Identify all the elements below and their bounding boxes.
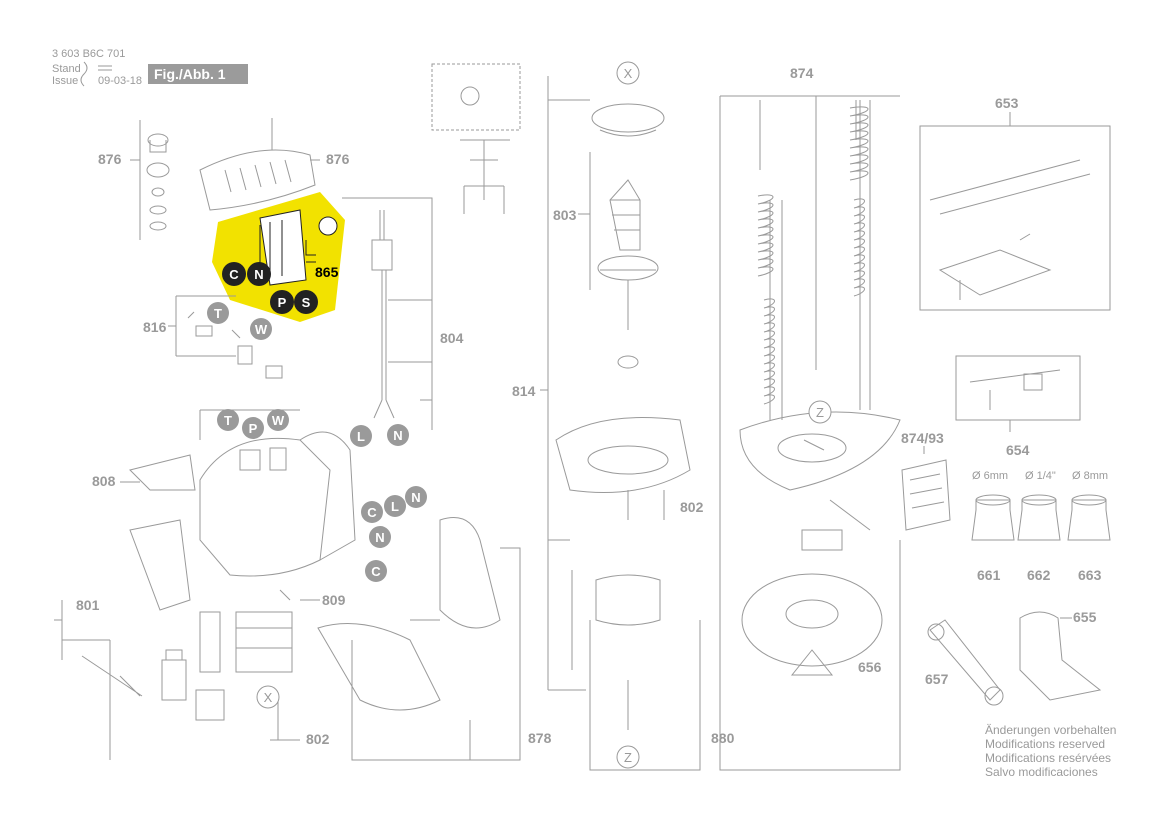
part-803: 803 [553, 207, 577, 223]
svg-text:Z: Z [816, 405, 824, 420]
notice-de: Änderungen vorbehalten [985, 723, 1117, 737]
part-653: 653 [995, 95, 1019, 111]
stand-strike-mark [98, 65, 112, 71]
svg-text:X: X [624, 66, 633, 81]
svg-text:C: C [367, 505, 377, 520]
callout-c2: C [361, 501, 383, 523]
svg-text:C: C [371, 564, 381, 579]
part-662: 662 [1027, 567, 1051, 583]
part-654: 654 [1006, 442, 1030, 458]
callout-t1: T [207, 302, 229, 324]
callout-w1: W [250, 318, 272, 340]
part-804: 804 [440, 330, 464, 346]
notice-es: Salvo modificaciones [985, 765, 1098, 779]
svg-text:P: P [249, 421, 258, 436]
callout-t2: T [217, 409, 239, 431]
modifications-notice: Änderungen vorbehalten Modifications res… [985, 723, 1116, 779]
svg-text:P: P [278, 295, 287, 310]
part-874-93: 874/93 [901, 430, 944, 446]
callout-n3: N [369, 526, 391, 548]
callout-n-top: N [247, 262, 271, 286]
issue-label: Issue [52, 75, 79, 87]
callout-p2: P [242, 417, 264, 439]
part-801: 801 [76, 597, 100, 613]
svg-text:N: N [411, 490, 420, 505]
callout-c3: C [365, 560, 387, 582]
collet-size-quarter-inch: Ø 1/4" [1025, 470, 1056, 482]
svg-text:S: S [302, 295, 311, 310]
svg-text:L: L [391, 499, 399, 514]
svg-text:W: W [272, 413, 285, 428]
svg-text:N: N [393, 428, 402, 443]
part-809: 809 [322, 592, 346, 608]
svg-text:N: N [375, 530, 384, 545]
callout-z1: Z [808, 400, 832, 424]
part-661: 661 [977, 567, 1001, 583]
part-802-mid: 802 [680, 499, 704, 515]
part-663: 663 [1078, 567, 1102, 583]
part-657: 657 [925, 671, 949, 687]
callout-l2: L [384, 495, 406, 517]
part-880: 880 [711, 730, 735, 746]
callout-x2: X [256, 685, 280, 709]
callout-n1: N [387, 424, 409, 446]
part-816: 816 [143, 319, 167, 335]
part-876-left: 876 [98, 151, 122, 167]
svg-text:T: T [214, 306, 222, 321]
part-802-lower: 802 [306, 731, 330, 747]
callout-p-top: P [270, 290, 294, 314]
callouts: C N P S T W T P W L N C L N N C X X Z Z [207, 61, 832, 769]
part-878: 878 [528, 730, 552, 746]
part-808: 808 [92, 473, 116, 489]
collet-size-6mm: Ø 6mm [972, 470, 1009, 482]
brace-mark [80, 61, 88, 87]
part-655: 655 [1073, 609, 1097, 625]
svg-text:Z: Z [624, 750, 632, 765]
notice-fr: Modifications resérvées [985, 751, 1112, 765]
svg-text:X: X [264, 690, 273, 705]
callout-x1: X [616, 61, 640, 85]
callout-s-top: S [294, 290, 318, 314]
doc-number: 3 603 B6C 701 [52, 48, 126, 60]
svg-text:C: C [229, 267, 239, 282]
callout-z2: Z [616, 745, 640, 769]
callout-n2: N [405, 486, 427, 508]
svg-text:T: T [224, 413, 232, 428]
notice-en: Modifications reserved [985, 737, 1106, 751]
callout-w2: W [267, 409, 289, 431]
issue-date: 09-03-18 [98, 75, 143, 87]
svg-text:L: L [357, 429, 365, 444]
part-656: 656 [858, 659, 882, 675]
part-874: 874 [790, 65, 814, 81]
housing-shape [199, 437, 331, 577]
part-865: 865 [315, 264, 339, 280]
svg-text:W: W [255, 322, 268, 337]
callout-l1: L [350, 425, 372, 447]
collet-size-8mm: Ø 8mm [1072, 470, 1109, 482]
part-814: 814 [512, 383, 536, 399]
top-cap-shape [199, 149, 316, 211]
callout-c-top: C [222, 262, 246, 286]
svg-text:N: N [254, 267, 263, 282]
stand-label: Stand [52, 63, 81, 75]
figure-label: Fig./Abb. 1 [148, 64, 248, 84]
part-876-right: 876 [326, 151, 350, 167]
